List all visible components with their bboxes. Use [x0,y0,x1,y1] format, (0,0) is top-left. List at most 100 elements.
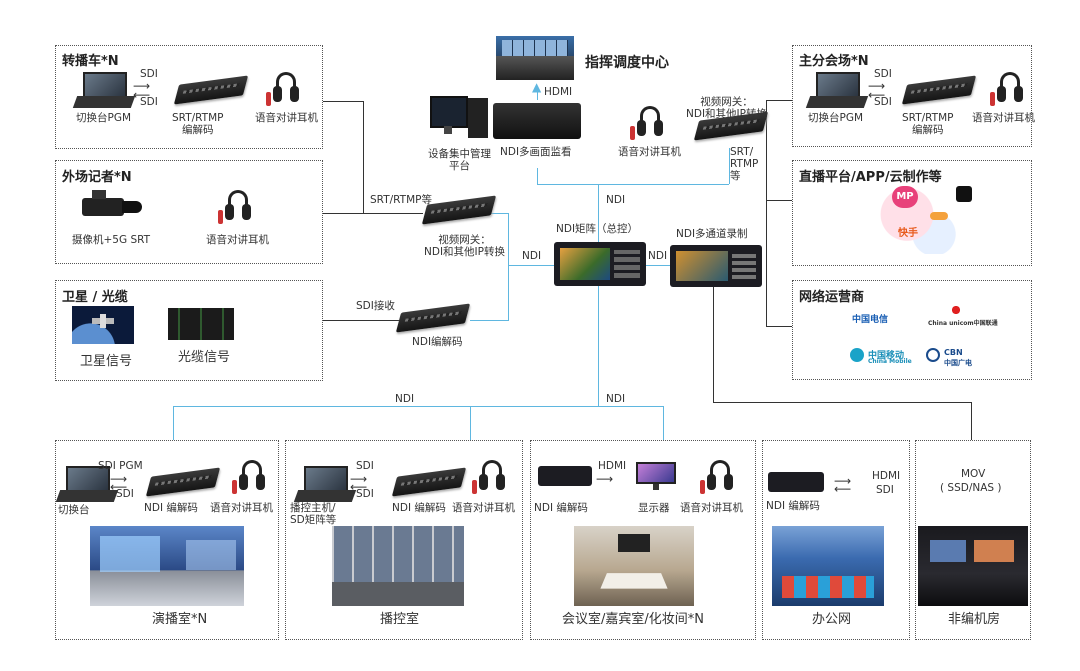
gateway-right-label: 视频网关：NDI和其他IP转换 [686,96,767,120]
headset-icon [472,460,506,496]
camera-icon [82,188,144,222]
switcher-device [72,72,136,108]
connector-recorder-down [713,286,714,402]
host-label: 播控主机/SD矩阵等 [290,502,337,526]
studio-title: 演播室*N [152,612,208,627]
edit-room-image [918,526,1028,606]
storage-label: ( SSD/NAS ) [940,482,1002,494]
hdmi-label: HDMI [544,86,573,98]
sdi-label-bottom: SDI [140,96,158,108]
arrow-right: ⟶ [110,472,128,486]
ob-van-title: 转播车*N [62,54,119,69]
connector-right-vertical [766,100,767,326]
arrow-left: ⟵ [350,480,368,494]
connector-sdi-to-matrix [470,320,508,321]
satellite-box [55,280,323,381]
sdi-label-top: SDI [140,68,158,80]
arrow-left: ⟵ [110,480,128,494]
unicom-logo: China unicom中国联通 [928,320,998,327]
headset-icon [266,72,300,108]
satellite-image [72,306,134,344]
switcher-device [55,466,119,502]
kuaishou-logo: 快手 [898,228,918,239]
studio-image [90,526,244,606]
office-box [762,440,910,640]
sdi-label-bottom: SDI [356,488,374,500]
sdi-receive-label: SDI接收 [356,300,395,312]
mgmt-platform-label: 设备集中管理平台 [428,148,491,172]
connector-meeting-drop [663,406,664,440]
meeting-title: 会议室/嘉宾室/化妆间*N [562,612,704,627]
arrow-right: ⟶ [350,472,368,486]
arrow-left: ⟵ [133,88,151,102]
connector-hdmi-arrow [537,86,538,100]
connector-edit-drop [971,402,972,440]
connector-monitor-horizontal [537,184,729,185]
branch-box [792,45,1032,147]
headset-icon [232,460,266,496]
switcher-device [805,72,869,108]
cbn-logo-mark [926,348,940,362]
arrow-right: ⟶ [834,474,852,488]
tiktok-logo [956,186,972,202]
ndi-bus-label-left: NDI [395,393,415,405]
arrow-up-hdmi: ▲ [532,80,542,94]
connector-ndi-matrix-left [508,265,554,266]
office-title: 办公网 [812,612,852,627]
ndi-codec-label: NDI编解码 [412,336,463,348]
arrow-left: ⟵ [834,482,852,496]
arrow-left: ⟵ [868,88,886,102]
meeting-box [530,440,756,640]
control-room-image [332,526,464,606]
headset-icon [218,190,252,226]
codec-label: NDI 编解码 [392,502,446,514]
ndi-codec-box-icon [538,466,592,486]
sdi-label-top: SDI [356,460,374,472]
platform-title: 直播平台/APP/云制作等 [799,170,942,185]
display-icon [636,462,676,492]
multiview-device [493,103,581,139]
ndi-codec-device-center [395,303,471,333]
connector-obvan [323,101,363,102]
satellite-signal-label: 卫星信号 [80,354,133,369]
mobile-logo-mark [850,348,864,362]
sdi-pgm-label: SDI PGM [98,460,143,472]
connector-operator [766,326,792,327]
reporter-title: 外场记者*N [62,170,132,185]
weibo-logo [930,212,948,220]
sdi-label-bottom: SDI [874,96,892,108]
control-room-box [285,440,523,640]
ndi-label-matrix-left: NDI [522,250,542,262]
connector-gw-vertical [508,213,509,321]
connector-studio-drop [173,406,174,440]
matrix-label: NDI矩阵（总控） [556,223,639,235]
ndi-label-matrix-right: NDI [648,250,668,262]
command-center-image [496,36,574,80]
connector-satellite [323,320,403,321]
intercom-label: 语音对讲耳机 [618,146,681,158]
intercom-label: 语音对讲耳机 [452,502,515,514]
connector-control-drop [470,406,471,440]
connector-platform [766,200,792,201]
studio-box [55,440,279,640]
connector-matrix-down [598,286,599,406]
mp-logo: MP [892,186,918,208]
connector-bottom-bus [173,406,663,407]
sdi-label-top: SDI [874,68,892,80]
connector-gw-to-matrix [490,213,508,214]
connector-branch [766,100,792,101]
intercom-label: 语音对讲耳机 [206,234,269,246]
reporter-box [55,160,323,264]
hdmi-label: HDMI [598,460,627,472]
satellite-title: 卫星 / 光缆 [62,290,128,305]
telecom-logo: 中国电信 [852,315,889,325]
mov-label: MOV [961,468,986,480]
multiview-label: NDI多画面监看 [500,146,572,158]
hdmi-label: HDMI [872,470,901,482]
ob-van-box [55,45,323,149]
edit-room-title: 非编机房 [948,612,1001,627]
cbn-logo: CBN [944,348,963,357]
ndi-bus-label-right: NDI [606,393,626,405]
